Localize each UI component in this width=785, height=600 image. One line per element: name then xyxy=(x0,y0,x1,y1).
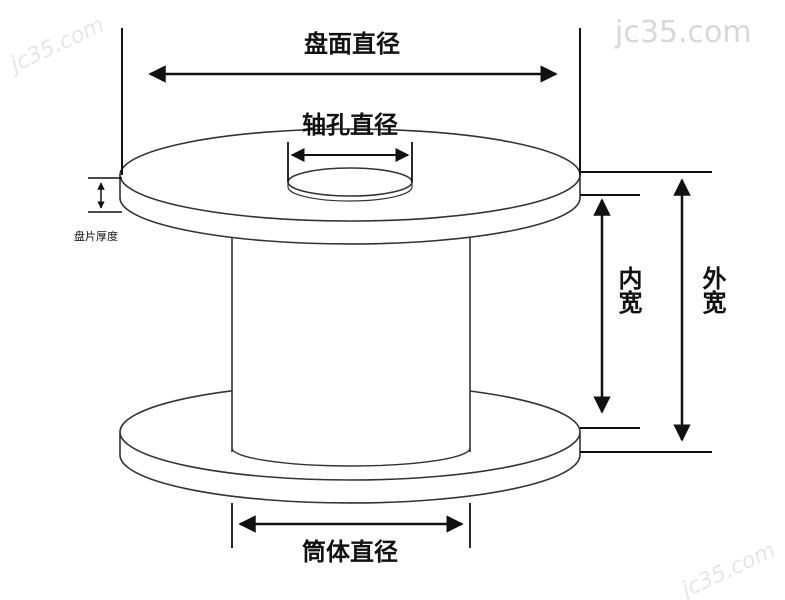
disc-thickness-dimension: 盘片厚度 xyxy=(74,177,122,243)
inner-width-label: 内宽 xyxy=(614,266,642,315)
barrel-diameter-label: 筒体直径 xyxy=(302,538,398,566)
watermark-top-left: jc35.com xyxy=(4,13,108,79)
shaft-hole xyxy=(287,167,413,197)
outer-width-label: 外宽 xyxy=(698,265,726,315)
disc-thickness-label: 盘片厚度 xyxy=(74,229,118,243)
watermark-top-right: jc35.com xyxy=(614,15,752,50)
barrel xyxy=(231,230,471,467)
inner-width-dimension: 内宽 xyxy=(593,198,642,414)
hole-diameter-dimension: 轴孔直径 xyxy=(287,111,413,182)
width-extension-lines xyxy=(580,171,712,453)
outer-width-dimension: 外宽 xyxy=(673,178,726,442)
hole-diameter-label: 轴孔直径 xyxy=(302,111,398,139)
watermark-bottom-right: jc35.com xyxy=(675,538,779,600)
disc-diameter-label: 盘面直径 xyxy=(304,30,400,58)
top-flange xyxy=(119,128,581,245)
barrel-diameter-dimension: 筒体直径 xyxy=(231,503,471,566)
disc-diameter-dimension: 盘面直径 xyxy=(121,28,581,175)
